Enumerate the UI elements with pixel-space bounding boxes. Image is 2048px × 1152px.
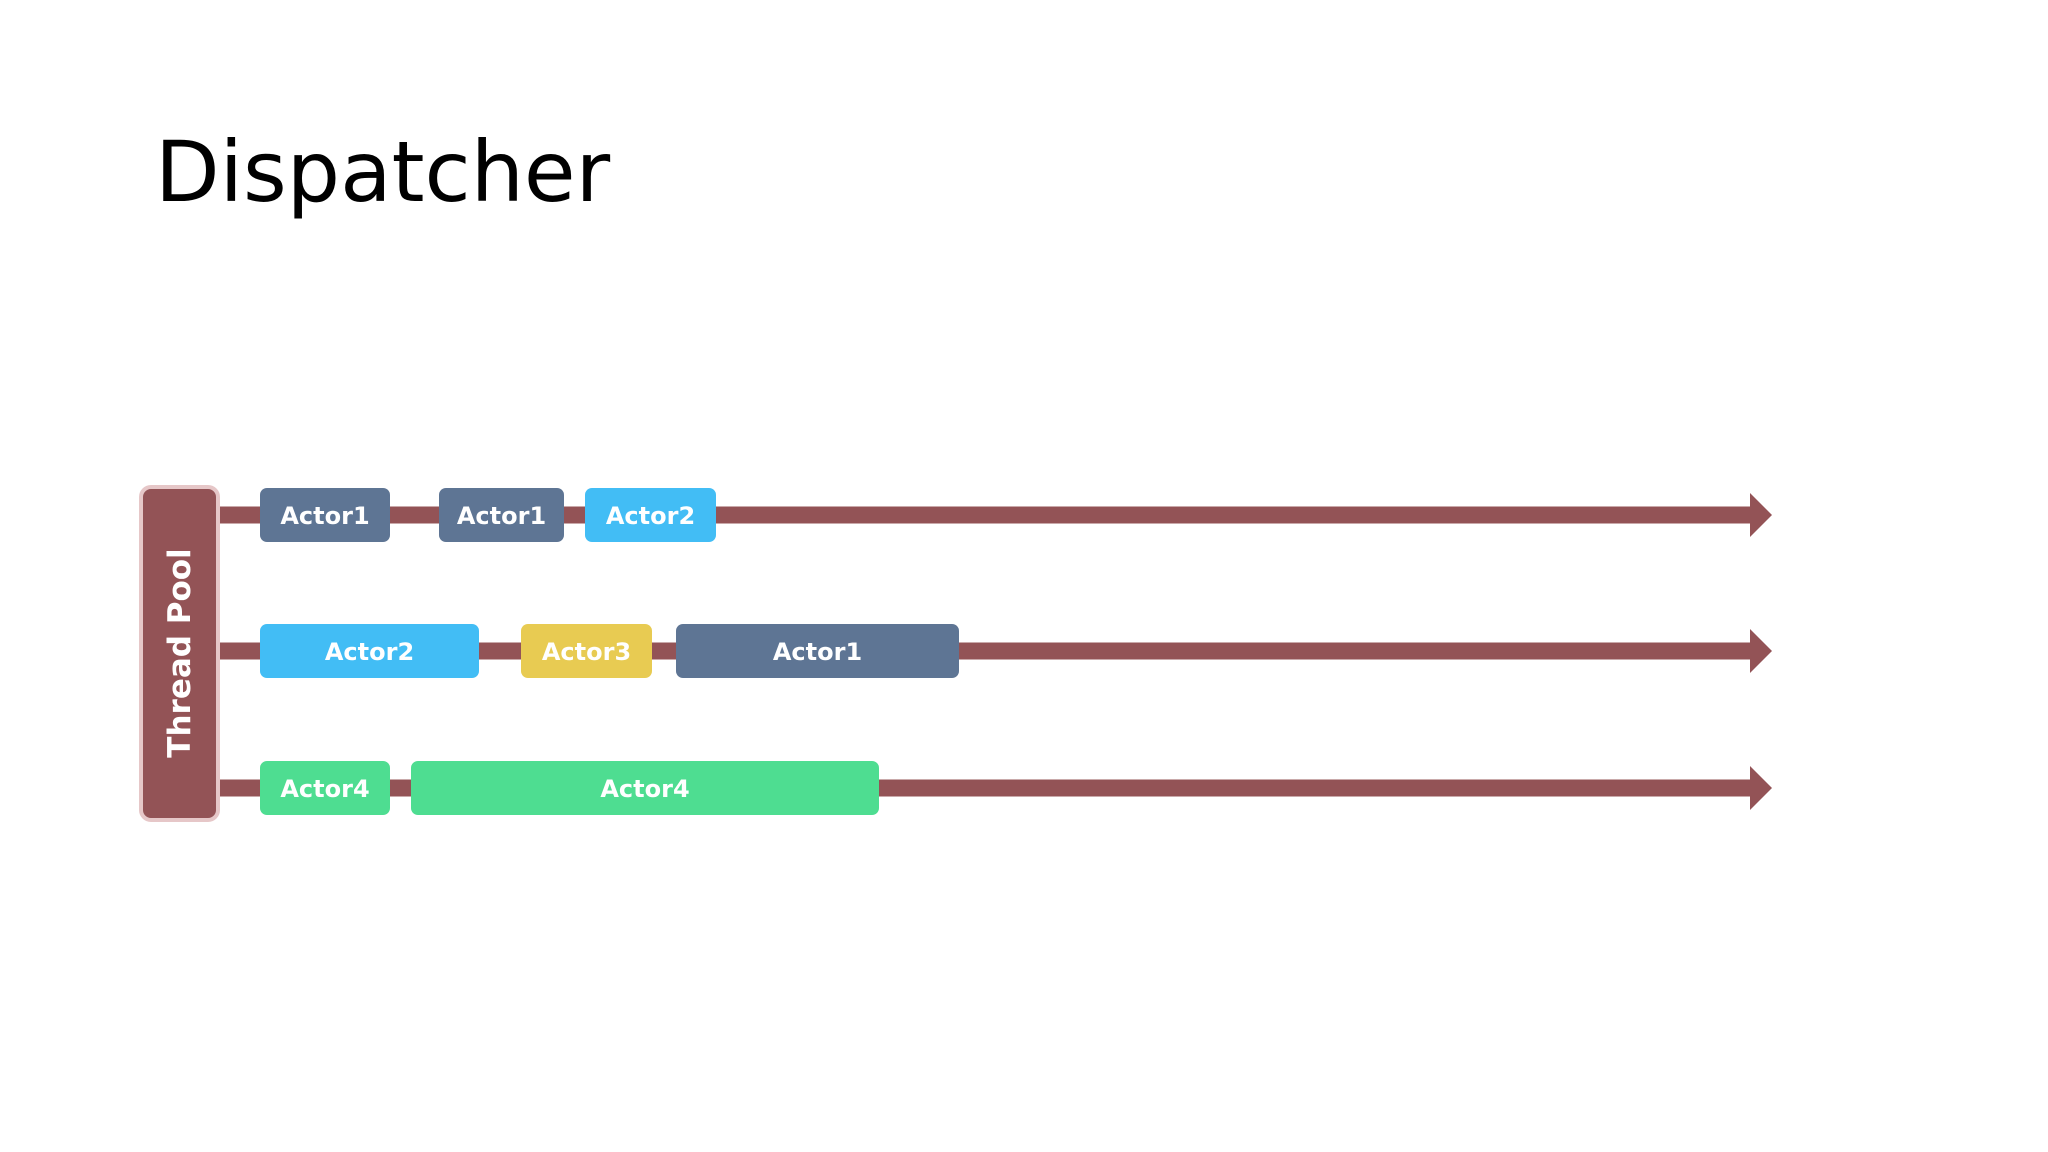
actor-task: Actor1 bbox=[676, 624, 959, 678]
actor-task-label: Actor1 bbox=[773, 638, 862, 666]
thread-pool-label: Thread Pool bbox=[162, 548, 198, 757]
actor-task-box bbox=[585, 488, 716, 542]
actor-task: Actor1 bbox=[439, 488, 564, 542]
actor-task: Actor3 bbox=[521, 624, 652, 678]
thread-arrow-head bbox=[1750, 493, 1772, 537]
thread-arrow-head bbox=[1750, 629, 1772, 673]
actor-task-box bbox=[411, 761, 879, 815]
actor-task-box bbox=[521, 624, 652, 678]
actor-task-label: Actor2 bbox=[606, 502, 695, 530]
actor-task-box bbox=[676, 624, 959, 678]
slide-title: Dispatcher bbox=[155, 123, 611, 221]
thread-pool: Thread Pool bbox=[139, 485, 220, 822]
actor-task-box bbox=[260, 761, 390, 815]
actor-task-label: Actor1 bbox=[457, 502, 546, 530]
actor-task: Actor4 bbox=[411, 761, 879, 815]
actor-task-label: Actor4 bbox=[600, 775, 689, 803]
actor-task-box bbox=[260, 624, 479, 678]
actor-task-label: Actor3 bbox=[542, 638, 631, 666]
actor-task: Actor2 bbox=[585, 488, 716, 542]
actor-task-box bbox=[260, 488, 390, 542]
thread-pool-bar bbox=[139, 485, 220, 822]
actor-task-label: Actor2 bbox=[325, 638, 414, 666]
actor-task: Actor4 bbox=[260, 761, 390, 815]
actor-task-box bbox=[439, 488, 564, 542]
actor-task-label: Actor1 bbox=[280, 502, 369, 530]
thread-arrow-head bbox=[1750, 766, 1772, 810]
actor-task: Actor2 bbox=[260, 624, 479, 678]
actor-task-label: Actor4 bbox=[280, 775, 369, 803]
actor-task: Actor1 bbox=[260, 488, 390, 542]
